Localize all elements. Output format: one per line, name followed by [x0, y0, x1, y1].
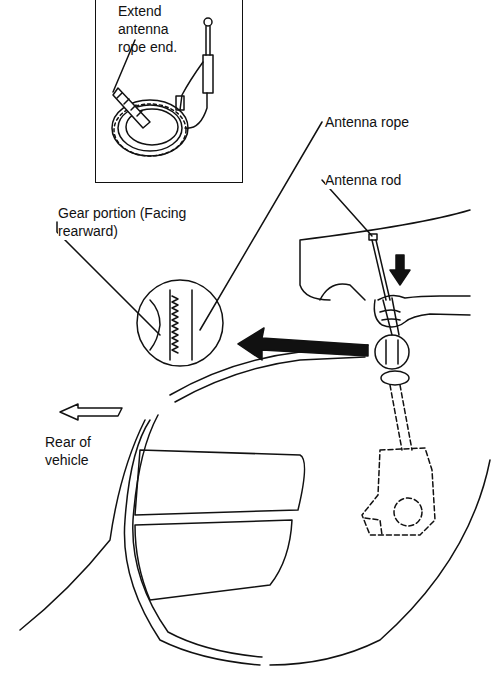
hand: [374, 300, 470, 327]
rope-coil: [114, 104, 186, 156]
pointer-arrow: [238, 328, 368, 360]
rope-coil: [117, 93, 142, 116]
antenna-motor: [365, 518, 382, 535]
antenna-motor: [394, 498, 422, 526]
leader-line: [200, 122, 322, 330]
tail-lamp: [135, 450, 305, 515]
hand: [380, 310, 400, 320]
car-body: [175, 357, 365, 402]
antenna-motor: [362, 448, 435, 535]
part-label: Antenna rope: [325, 113, 445, 131]
tail-lamp: [135, 520, 292, 600]
car-body: [170, 345, 368, 395]
antenna-tube: [375, 335, 409, 369]
antenna-rod: [372, 240, 390, 300]
push-arrow: [390, 255, 410, 285]
detail-circle: [170, 290, 192, 360]
inset-rod: [185, 93, 207, 128]
part-label: Rear of vehicle: [45, 433, 105, 469]
part-label: Antenna rod: [325, 171, 445, 189]
note-text: Extend antenna rope end.: [118, 2, 200, 56]
car-body: [320, 284, 365, 300]
detail-circle: [172, 296, 178, 353]
car-body: [124, 420, 260, 665]
car-body: [20, 210, 490, 665]
antenna-rod: [369, 234, 377, 240]
car-body: [270, 460, 490, 665]
car-body: [300, 210, 470, 300]
hand: [374, 295, 470, 326]
detail-circle: [137, 280, 223, 366]
inset-rod: [203, 55, 213, 93]
direction-arrow: [60, 404, 122, 420]
antenna-tube: [386, 340, 398, 364]
inset-rod: [176, 96, 184, 110]
tail-lamp: [135, 450, 305, 600]
car-body: [20, 420, 145, 630]
inset-rod: [204, 18, 212, 26]
antenna-rod: [383, 298, 399, 335]
rope-coil: [112, 88, 188, 156]
inset-box: Extend antenna rope end.: [95, 0, 243, 183]
detail-circle: [150, 300, 160, 350]
antenna-motor: [362, 448, 435, 535]
inset-rod: [206, 26, 210, 55]
antenna-rod: [369, 234, 399, 335]
hand: [378, 295, 470, 300]
antenna-tube: [390, 385, 412, 450]
antenna-tube: [375, 335, 412, 450]
inset-rod: [176, 18, 213, 128]
antenna-tube: [381, 371, 409, 385]
part-label: Gear portion (Facing rearward): [58, 204, 188, 240]
detail-circle: [137, 280, 223, 366]
rope-coil: [113, 88, 150, 128]
